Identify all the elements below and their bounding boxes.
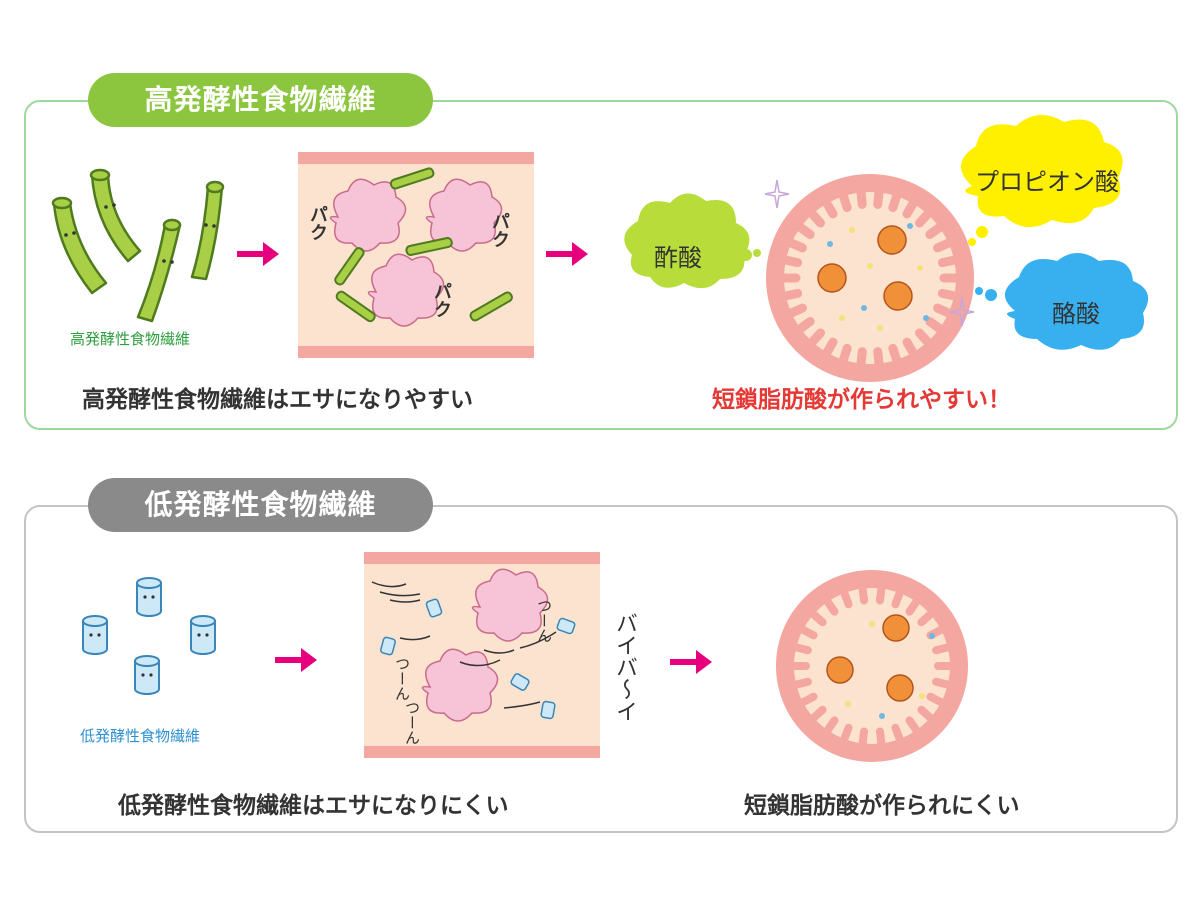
passing-sound-1: つーん (535, 598, 553, 643)
low-caption-right: 短鎖脂肪酸が作られにくい (744, 793, 1020, 819)
byebye-text: バイバ〜イ (612, 612, 637, 722)
low-fiber-cubes-illustration (82, 577, 216, 695)
sparkle-icon (764, 179, 790, 209)
arrow-right-icon (237, 242, 279, 266)
butyric-acid-label: 酪酸 (1052, 300, 1100, 328)
low-intestine-illustration (364, 552, 600, 758)
passing-sound-3: つーん (403, 700, 421, 745)
sparkle-icon (949, 297, 975, 327)
propionic-acid-label: プロピオン酸 (975, 168, 1119, 196)
low-fermentation-title: 低発酵性食物繊維 (88, 478, 433, 532)
arrow-right-icon (275, 648, 317, 672)
passing-sound-2: つーん (393, 656, 411, 701)
low-fermentation-panel (24, 505, 1178, 833)
butyric-acid-cloud (975, 253, 1149, 350)
munching-sound-1: パク (307, 205, 328, 241)
propionic-acid-cloud (960, 114, 1123, 246)
high-fiber-sticks-illustration (51, 168, 225, 323)
high-fermentation-title: 高発酵性食物繊維 (88, 73, 433, 127)
high-fermentation-panel (24, 100, 1178, 430)
low-intestine-cross-section (776, 570, 968, 762)
low-caption-left: 低発酵性食物繊維はエサになりにくい (118, 793, 509, 819)
acetic-acid-label: 酢酸 (654, 244, 702, 272)
high-fiber-label: 高発酵性食物繊維 (70, 330, 191, 348)
munching-sound-3: パク (431, 282, 452, 318)
high-caption-right: 短鎖脂肪酸が作られやすい！ (712, 387, 1011, 413)
munching-sound-2: パク (489, 212, 510, 248)
high-caption-left: 高発酵性食物繊維はエサになりやすい (82, 387, 473, 413)
high-intestine-cross-section (766, 174, 974, 382)
low-fiber-label: 低発酵性食物繊維 (80, 727, 201, 745)
high-intestine-illustration (298, 152, 534, 358)
arrow-right-icon (670, 650, 712, 674)
acetic-acid-cloud (624, 193, 761, 289)
arrow-right-icon (546, 242, 588, 266)
